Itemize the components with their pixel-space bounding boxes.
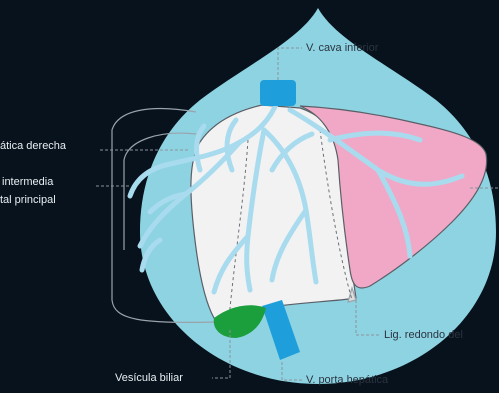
label-vesicula-biliar: Vesícula biliar [115, 372, 183, 384]
label-hepatica-derecha: ática derecha [0, 140, 66, 152]
label-portal-principal: tal principal [0, 194, 56, 206]
label-lig-redondo: Lig. redondo del [384, 329, 463, 341]
label-porta-hepatica: V. porta hepática [306, 374, 388, 386]
label-intermedia: intermedia [2, 176, 53, 188]
vena-cava-inferior [260, 80, 296, 106]
label-vena-cava-inferior: V. cava inferior [306, 42, 378, 54]
